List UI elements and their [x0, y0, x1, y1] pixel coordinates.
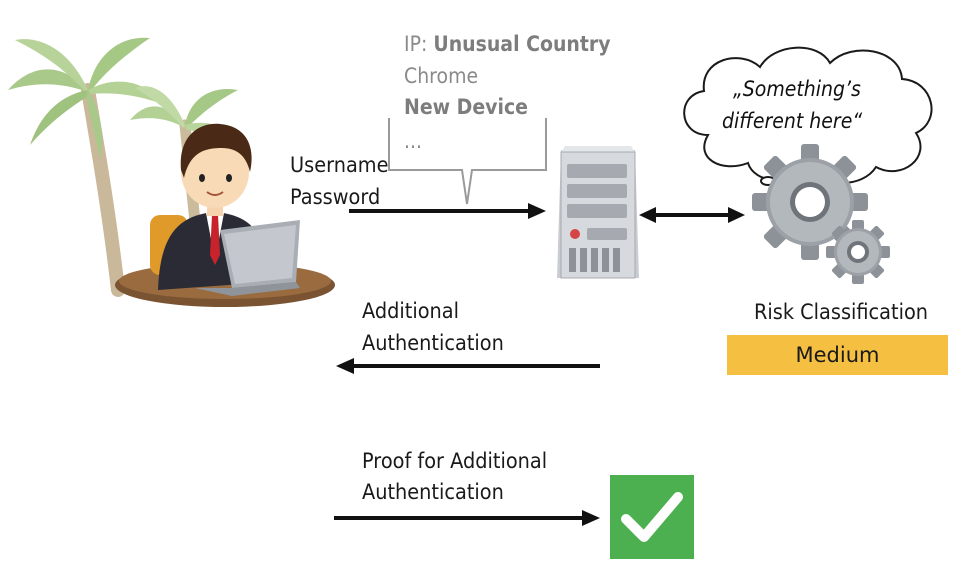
checkmark-icon — [610, 475, 694, 559]
context-ip: IP: Unusual Country — [404, 32, 611, 56]
proof-label-line2: Authentication — [362, 480, 504, 504]
gears-icon — [752, 144, 890, 284]
risk-level-value: Medium — [795, 343, 880, 367]
thought-text-line2: different here“ — [722, 109, 863, 133]
palm-tree-icon — [8, 37, 165, 297]
challenge-label-line2: Authentication — [362, 331, 504, 355]
challenge-label-line1: Additional — [362, 299, 459, 323]
arrow-bidirectional-icon — [639, 207, 745, 223]
credentials-label-username: Username — [290, 153, 389, 177]
credentials-label-password: Password — [290, 185, 381, 209]
arrow-right-icon — [349, 203, 546, 219]
thought-text-line1: „Something’s — [733, 77, 861, 101]
risk-classification-label: Risk Classification — [754, 300, 929, 324]
context-device: New Device — [404, 95, 529, 119]
proof-label-line1: Proof for Additional — [362, 449, 548, 473]
laptop-icon — [195, 220, 300, 296]
context-more: ... — [404, 129, 423, 153]
user-scene — [8, 37, 335, 307]
server-icon — [557, 146, 639, 279]
risk-level-badge: Medium — [727, 335, 948, 375]
arrow-left-icon — [336, 358, 600, 374]
context-browser: Chrome — [404, 64, 479, 88]
arrow-right-icon — [334, 510, 600, 526]
